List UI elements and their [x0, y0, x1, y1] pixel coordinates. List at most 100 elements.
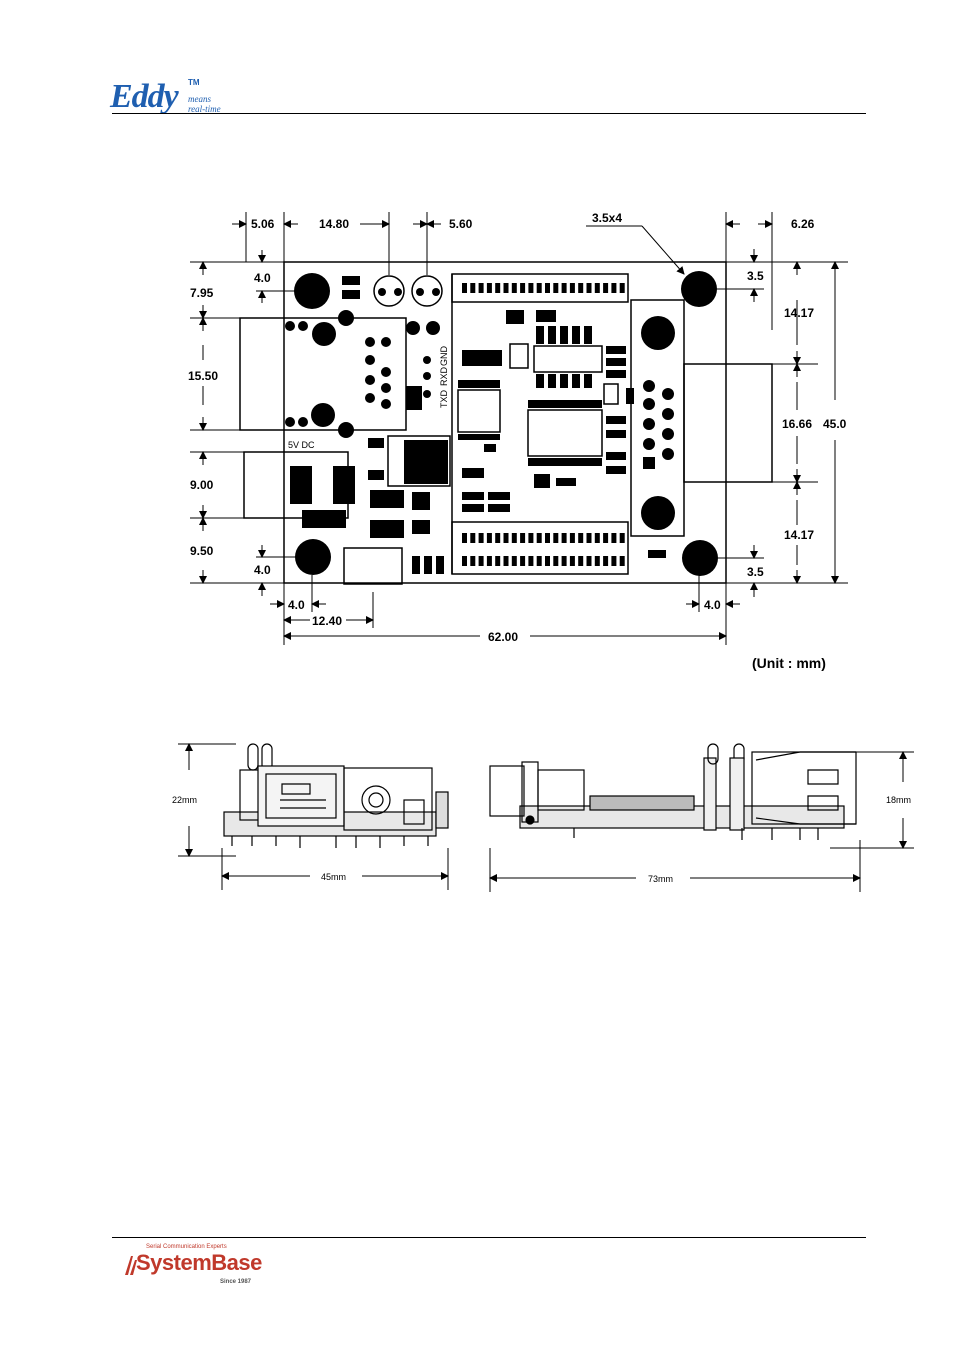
header-pin — [545, 533, 550, 543]
header-pin — [479, 283, 484, 293]
header-pin — [611, 283, 616, 293]
side-view-left — [224, 744, 448, 848]
mounting-hole — [294, 273, 330, 309]
dim-label: 6.26 — [791, 217, 815, 231]
dim-label: 73mm — [648, 874, 673, 884]
footer-brand: SystemBase — [136, 1250, 262, 1276]
dim-label: 3.5 — [747, 565, 764, 579]
header-pin — [479, 533, 484, 543]
db9-connector — [684, 364, 772, 482]
header-pin — [520, 556, 525, 566]
txd-label: TXD — [439, 389, 449, 408]
header-pin — [487, 283, 492, 293]
header-pin — [495, 533, 500, 543]
dim-label: 14.17 — [784, 528, 814, 542]
rj45-pins — [285, 310, 391, 438]
header-pin — [479, 556, 484, 566]
header-pin — [578, 556, 583, 566]
header-pin — [595, 533, 600, 543]
header-pin — [570, 556, 575, 566]
header-pin — [611, 556, 616, 566]
header-pin — [462, 283, 467, 293]
header-pin — [603, 556, 608, 566]
header-pin — [487, 556, 492, 566]
header-pin — [620, 556, 625, 566]
dim-label: 14.80 — [319, 217, 349, 231]
header-pin — [528, 533, 533, 543]
header-pin — [495, 556, 500, 566]
header-pin — [587, 533, 592, 543]
header-pin — [587, 556, 592, 566]
gnd-label: GND — [439, 346, 449, 367]
dim-label: 4.0 — [254, 271, 271, 285]
header-pin — [520, 283, 525, 293]
header-pin — [462, 556, 467, 566]
dim-label: 4.0 — [704, 598, 721, 612]
header-pin — [562, 283, 567, 293]
dim-label: 15.50 — [188, 369, 218, 383]
header-pin — [504, 283, 509, 293]
mounting-hole — [681, 271, 717, 307]
header-pin — [595, 283, 600, 293]
header-pin — [620, 533, 625, 543]
header-pin — [578, 283, 583, 293]
pin-header-pins — [462, 283, 625, 566]
dim-label: 62.00 — [488, 630, 518, 644]
header-pin — [611, 533, 616, 543]
header-pin — [553, 556, 558, 566]
header-pin — [603, 283, 608, 293]
header-pin — [537, 556, 542, 566]
unit-label: (Unit : mm) — [752, 655, 826, 671]
header-pin — [587, 283, 592, 293]
header-pin — [562, 556, 567, 566]
side-view-right — [490, 744, 856, 840]
systembase-logo: Serial Communication Experts SystemBase … — [124, 1244, 274, 1290]
header-pin — [495, 283, 500, 293]
footer-since: Since 1987 — [220, 1279, 251, 1285]
header-pin — [504, 533, 509, 543]
header-pin — [553, 533, 558, 543]
dim-label: 45.0 — [823, 417, 847, 431]
header-pin — [462, 533, 467, 543]
header-pin — [595, 556, 600, 566]
power-components — [290, 276, 448, 538]
mounting-hole — [295, 539, 331, 575]
header-pin — [537, 533, 542, 543]
header-pin — [504, 556, 509, 566]
header-pin — [562, 533, 567, 543]
power-label: 5V DC — [288, 440, 315, 450]
dim-label: 18mm — [886, 795, 911, 805]
dim-label: 12.40 — [312, 614, 342, 628]
header-pin — [620, 283, 625, 293]
header-pin — [603, 533, 608, 543]
dim-label: 9.00 — [190, 478, 214, 492]
dim-label: 9.50 — [190, 544, 214, 558]
header-pin — [537, 283, 542, 293]
header-pin — [512, 556, 517, 566]
dim-label: 5.60 — [449, 217, 473, 231]
header-pin — [512, 533, 517, 543]
header-pin — [512, 283, 517, 293]
header-pin — [470, 283, 475, 293]
dim-label: 16.66 — [782, 417, 812, 431]
header-pin — [470, 533, 475, 543]
dim-label: 45mm — [321, 872, 346, 882]
dim-label: 5.06 — [251, 217, 275, 231]
dim-label: 14.17 — [784, 306, 814, 320]
dim-label: 22mm — [172, 795, 197, 805]
footer-rule — [112, 1237, 866, 1238]
header-pin — [528, 556, 533, 566]
dim-label: 4.0 — [254, 563, 271, 577]
dim-label: 3.5 — [747, 269, 764, 283]
header-pin — [578, 533, 583, 543]
header-pin — [528, 283, 533, 293]
mounting-hole — [682, 540, 718, 576]
header-pin — [520, 533, 525, 543]
header-pin — [545, 283, 550, 293]
rxd-label: RXD — [439, 366, 449, 386]
header-pin — [570, 283, 575, 293]
reset-button — [344, 548, 402, 584]
db9-pins — [641, 316, 675, 530]
pin-header-bottom — [452, 522, 628, 574]
